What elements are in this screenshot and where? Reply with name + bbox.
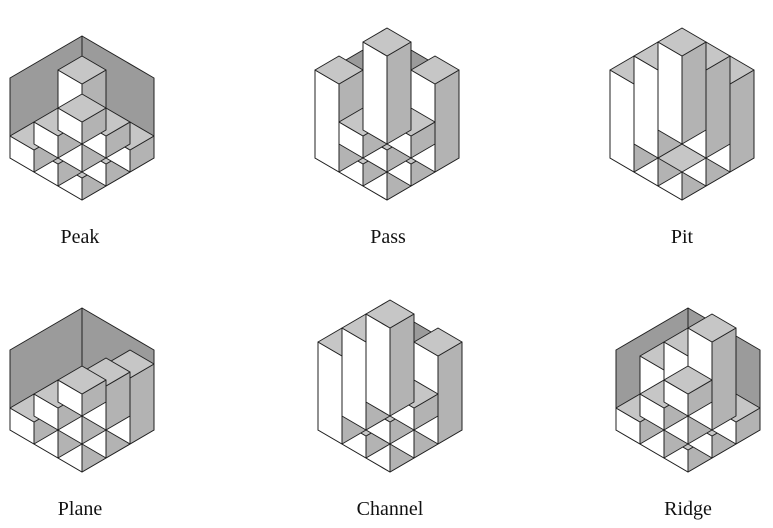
block-left-face — [657, 41, 683, 145]
block-left-face — [362, 41, 388, 145]
block-top — [57, 93, 107, 123]
block-left-face — [314, 69, 340, 173]
block-top — [410, 55, 460, 85]
block-left-face — [341, 327, 367, 431]
panel-plane — [9, 307, 155, 473]
block-top — [314, 55, 364, 85]
block-left-face — [609, 69, 635, 173]
block-right-face — [681, 41, 707, 145]
label-pass: Pass — [370, 226, 406, 248]
label-peak: Peak — [60, 226, 100, 248]
block-right-face — [386, 41, 412, 145]
block-left-face — [317, 341, 343, 445]
panel-pass — [314, 27, 460, 201]
block-top — [362, 27, 412, 57]
block-top — [57, 55, 107, 85]
block-right-face — [437, 341, 463, 445]
block-top — [57, 365, 107, 395]
block-right-face — [434, 69, 460, 173]
block-right-face — [711, 327, 737, 431]
block-left-face — [633, 55, 659, 159]
block-right-face — [729, 69, 755, 173]
block-top — [365, 299, 415, 329]
label-channel: Channel — [356, 498, 424, 520]
panel-channel — [317, 299, 463, 473]
panel-ridge — [615, 307, 761, 473]
label-ridge: Ridge — [664, 498, 712, 520]
block-top — [657, 27, 707, 57]
block-left-face — [365, 313, 391, 417]
block-right-face — [389, 313, 415, 417]
panel-peak — [9, 35, 155, 201]
panel-pit — [609, 27, 755, 201]
block-right-face — [705, 55, 731, 159]
block-top — [663, 365, 713, 395]
block-top — [687, 313, 737, 343]
label-plane: Plane — [57, 498, 103, 520]
block-top — [413, 327, 463, 357]
label-pit: Pit — [670, 226, 694, 248]
